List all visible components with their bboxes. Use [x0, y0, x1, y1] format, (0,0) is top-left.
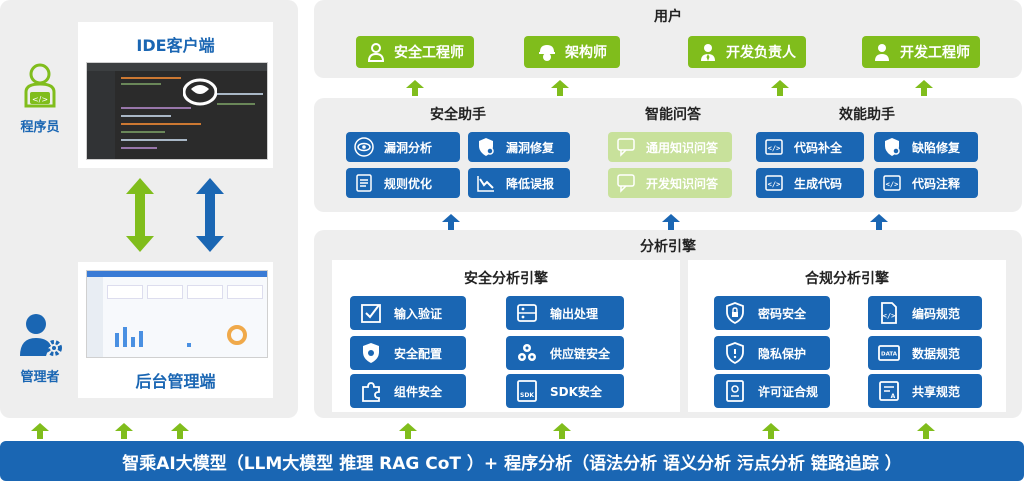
password-security-card: 密码安全: [714, 296, 830, 330]
hardhat-icon: [537, 42, 557, 62]
security-config-card: 安全配置: [350, 336, 466, 370]
svg-text:</>: </>: [768, 145, 781, 153]
gears-icon: [514, 340, 540, 366]
user-security-engineer: 安全工程师: [356, 36, 474, 68]
license-compliance-card: 许可证合规: [714, 374, 830, 408]
vuln-analysis-card: 漏洞分析: [346, 132, 460, 162]
programmer-label: 程序员: [20, 120, 60, 135]
data-standard-card: DATA 数据规范: [868, 336, 982, 370]
user-dev-lead: 开发负责人: [688, 36, 806, 68]
users-title: 用户: [654, 9, 682, 25]
lock-shield-icon: [722, 300, 748, 326]
up-arrow-icon: [870, 214, 888, 230]
svg-text:</>: </>: [32, 95, 48, 104]
sharing-standard-card: A 共享规范: [868, 374, 982, 408]
list-icon: [354, 173, 374, 193]
double-arrow-blue-icon: [196, 178, 224, 252]
ide-screenshot: [86, 62, 268, 160]
code-comment-card: </> 代码注释: [874, 168, 978, 198]
output-handling-card: 输出处理: [506, 296, 624, 330]
efficiency-assistant-title: 效能助手: [839, 107, 895, 123]
up-arrow-icon: [662, 214, 680, 230]
svg-text:DATA: DATA: [881, 352, 898, 358]
data-icon: DATA: [876, 340, 902, 366]
code-completion-card: </> 代码补全: [756, 132, 864, 162]
manager-icon: [20, 312, 64, 358]
security-engine-title: 安全分析引擎: [464, 271, 548, 287]
chart-down-icon: [476, 173, 496, 193]
compliance-engine-title: 合规分析引擎: [805, 271, 889, 287]
user-icon: [872, 42, 892, 62]
dev-qa-card: 开发知识问答: [608, 168, 732, 198]
shield-gear-icon: [476, 137, 496, 157]
supply-chain-card: 供应链安全: [506, 336, 624, 370]
up-arrow-icon: [115, 423, 133, 439]
defect-fix-card: 缺陷修复: [874, 132, 978, 162]
up-arrow-icon: [917, 423, 935, 439]
vuln-fix-card: 漏洞修复: [468, 132, 570, 162]
chat-icon: [616, 137, 636, 157]
user-shield-icon: [366, 42, 386, 62]
up-arrow-icon: [171, 423, 189, 439]
admin-title: 后台管理端: [135, 372, 216, 391]
logo-icon: [182, 75, 218, 109]
privacy-icon: [722, 340, 748, 366]
up-arrow-icon: [551, 80, 569, 96]
reduce-false-positive-card: 降低误报: [468, 168, 570, 198]
ide-title: IDE客户端: [136, 36, 215, 55]
svg-text:</>: </>: [886, 181, 899, 189]
puzzle-icon: [358, 378, 384, 404]
up-arrow-icon: [406, 80, 424, 96]
generate-code-card: </> 生成代码: [756, 168, 864, 198]
sdk-security-card: SDK SDK安全: [506, 374, 624, 408]
admin-screenshot: [86, 270, 268, 358]
up-arrow-icon: [31, 423, 49, 439]
rule-optimize-card: 规则优化: [346, 168, 460, 198]
footer-banner: 智乘AI大模型（LLM大模型 推理 RAG CoT ）+ 程序分析（语法分析 语…: [0, 441, 1024, 481]
user-dev-engineer: 开发工程师: [862, 36, 980, 68]
component-security-card: 组件安全: [350, 374, 466, 408]
shield-icon: [358, 340, 384, 366]
svg-text:SDK: SDK: [520, 392, 534, 399]
general-qa-card: 通用知识问答: [608, 132, 732, 162]
up-arrow-icon: [553, 423, 571, 439]
code-icon: </>: [764, 173, 784, 193]
check-box-icon: [358, 300, 384, 326]
up-arrow-icon: [762, 423, 780, 439]
engines-title: 分析引擎: [640, 239, 696, 255]
up-arrow-icon: [442, 214, 460, 230]
chat-icon: [616, 173, 636, 193]
up-arrow-icon: [915, 80, 933, 96]
svg-text:A: A: [891, 393, 896, 400]
shield-gear-icon: [882, 137, 902, 157]
certificate-icon: [722, 378, 748, 404]
privacy-card: 隐私保护: [714, 336, 830, 370]
output-icon: [514, 300, 540, 326]
coding-standard-card: </> 编码规范: [868, 296, 982, 330]
share-doc-icon: A: [876, 378, 902, 404]
sdk-icon: SDK: [514, 378, 540, 404]
code-icon: </>: [764, 137, 784, 157]
security-assistant-title: 安全助手: [430, 107, 486, 123]
manager-label: 管理者: [20, 370, 60, 385]
file-code-icon: </>: [876, 300, 902, 326]
programmer-icon: </>: [20, 62, 60, 108]
svg-text:</>: </>: [883, 312, 896, 320]
up-arrow-icon: [399, 423, 417, 439]
up-arrow-icon: [771, 80, 789, 96]
svg-text:</>: </>: [768, 181, 781, 189]
input-validation-card: 输入验证: [350, 296, 466, 330]
code-icon: </>: [882, 173, 902, 193]
user-architect: 架构师: [524, 36, 620, 68]
eye-icon: [354, 137, 374, 157]
double-arrow-green-icon: [126, 178, 154, 252]
user-tie-icon: [698, 42, 718, 62]
qa-title: 智能问答: [645, 107, 701, 123]
